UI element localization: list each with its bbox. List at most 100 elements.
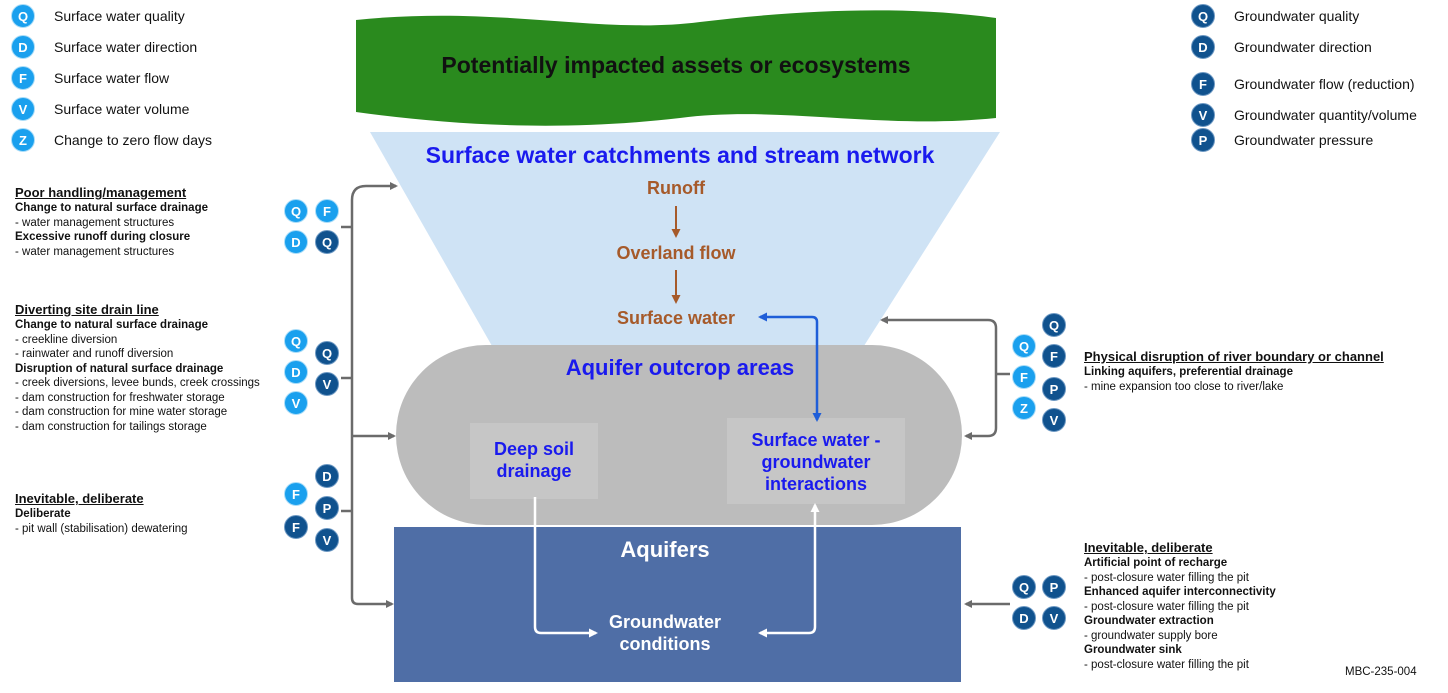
groundwater-badge-q-icon: Q — [1042, 313, 1066, 337]
left-block-item: - dam construction for mine water storag… — [15, 406, 228, 418]
groundwater-legend-row: V Groundwater quantity/volume — [1191, 102, 1417, 128]
aquifers-area — [394, 527, 961, 682]
surface-water-legend-label: Surface water volume — [54, 101, 190, 117]
groundwater-badge-v-icon: V — [315, 372, 339, 396]
deep-soil-line-2: drainage — [496, 461, 572, 481]
groundwater-badge-q-icon: Q — [315, 230, 339, 254]
surface-water-badge-z-icon: Z — [11, 128, 35, 152]
surface-water-badge-q-icon: Q — [284, 199, 308, 223]
surface-water-legend-label: Surface water quality — [54, 8, 185, 24]
surface-water-legend-row: F Surface water flow — [11, 65, 169, 91]
right-block-subheading: Enhanced aquifer interconnectivity — [1084, 586, 1276, 598]
groundwater-badge-d-icon: D — [1012, 606, 1036, 630]
left-block-subheading: Deliberate — [15, 508, 71, 520]
right-block-item: - post-closure water filling the pit — [1084, 571, 1249, 584]
gw-interaction-arrow — [758, 503, 820, 638]
surface-water-legend-label: Surface water direction — [54, 39, 198, 55]
surface-water-badge-d-icon: D — [11, 35, 35, 59]
deep-soil-arrow — [533, 497, 598, 638]
surface-water-legend-row: Z Change to zero flow days — [11, 127, 212, 153]
surface-water-badge-q-icon: Q — [284, 329, 308, 353]
sw-gw-line-1: Surface water - — [751, 430, 881, 450]
right-block-heading: Physical disruption of river boundary or… — [1084, 349, 1384, 364]
deep-soil-line-1: Deep soil — [493, 439, 575, 459]
groundwater-legend-label: Groundwater quantity/volume — [1234, 107, 1417, 123]
assets-label: Potentially impacted assets or ecosystem… — [441, 52, 911, 78]
sw-gw-line-2: groundwater — [761, 452, 871, 472]
surface-water-badge-f-icon: F — [11, 66, 35, 90]
gw-conditions-label: Groundwater conditions — [570, 611, 760, 655]
groundwater-badge-d-icon: D — [1191, 35, 1215, 59]
right-block-item: - mine expansion too close to river/lake — [1084, 380, 1284, 393]
surface-water-badge-z-icon: Z — [1012, 396, 1036, 420]
right-block-subheading: Artificial point of recharge — [1084, 557, 1228, 569]
sw-gw-line-3: interactions — [764, 474, 868, 494]
gw-conditions-line-1: Groundwater — [608, 612, 721, 632]
surface-water-label: Surface water — [616, 308, 736, 328]
sw-gw-panel — [727, 418, 905, 504]
figure-code: MBC-235-004 — [1345, 666, 1417, 678]
left-block-item: - water management structures — [15, 245, 175, 258]
groundwater-badge-f-icon: F — [1042, 344, 1066, 368]
surface-water-badge-q-icon: Q — [11, 4, 35, 28]
runoff-label: Runoff — [647, 178, 705, 198]
groundwater-badge-p-icon: P — [315, 496, 339, 520]
groundwater-badge-q-icon: Q — [315, 341, 339, 365]
surface-water-badge-f-icon: F — [1012, 365, 1036, 389]
left-block-item: - creekline diversion — [15, 333, 118, 346]
left-block-heading: Poor handling/management — [15, 185, 187, 200]
surface-water-legend-row: Q Surface water quality — [11, 3, 185, 29]
right-block-heading: Inevitable, deliberate — [1084, 540, 1213, 555]
left-block-subheading: Disruption of natural surface drainage — [15, 362, 224, 375]
left-block-subheading: Change to natural surface drainage — [15, 319, 208, 331]
right-block-item: - post-closure water filling the pit — [1084, 658, 1249, 671]
left-block-subheading: Excessive runoff during closure — [15, 231, 191, 243]
overland-flow-label: Overland flow — [616, 243, 736, 263]
left-block-item: - rainwater and runoff diversion — [15, 348, 174, 360]
left-block-item: - pit wall (stabilisation) dewatering — [15, 522, 188, 535]
surface-water-legend-row: D Surface water direction — [11, 34, 197, 60]
outcrop-title: Aquifer outcrop areas — [565, 355, 795, 380]
left-block-heading: Inevitable, deliberate — [15, 491, 144, 506]
groundwater-badge-f-icon: F — [284, 515, 308, 539]
groundwater-badge-p-icon: P — [1191, 128, 1215, 152]
groundwater-badge-v-icon: V — [1191, 103, 1215, 127]
left-block-item: - creek diversions, levee bunds, creek c… — [15, 377, 260, 389]
surface-water-legend-label: Change to zero flow days — [54, 132, 212, 148]
groundwater-legend-label: Groundwater flow (reduction) — [1234, 76, 1415, 92]
left-block-item: - dam construction for freshwater storag… — [15, 391, 225, 404]
deep-soil-label: Deep soil drainage — [470, 438, 598, 482]
right-block-item: - groundwater supply bore — [1084, 629, 1218, 642]
deep-soil-panel — [470, 423, 598, 499]
right-connectors — [880, 316, 1010, 608]
surface-water-badge-v-icon: V — [284, 391, 308, 415]
groundwater-legend-label: Groundwater pressure — [1234, 132, 1374, 148]
left-block-heading: Diverting site drain line — [15, 302, 159, 317]
groundwater-legend-label: Groundwater quality — [1234, 8, 1360, 24]
surface-water-legend-row: V Surface water volume — [11, 96, 189, 122]
sw-gw-label: Surface water - groundwater interactions — [720, 429, 912, 495]
right-block: Physical disruption of river boundary or… — [1084, 349, 1384, 394]
groundwater-legend-row: P Groundwater pressure — [1191, 127, 1373, 153]
groundwater-badge-p-icon: P — [1042, 377, 1066, 401]
gw-conditions-line-2: conditions — [619, 634, 711, 654]
surface-water-badge-v-icon: V — [11, 97, 35, 121]
right-block-subheading: Groundwater sink — [1084, 644, 1182, 656]
groundwater-badge-v-icon: V — [1042, 408, 1066, 432]
surface-water-badge-d-icon: D — [284, 360, 308, 384]
groundwater-badge-p-icon: P — [1042, 575, 1066, 599]
groundwater-badge-v-icon: V — [1042, 606, 1066, 630]
sw-interaction-arrow — [758, 312, 822, 422]
surface-water-badge-q-icon: Q — [1012, 334, 1036, 358]
surface-water-badge-f-icon: F — [315, 199, 339, 223]
catchment-area — [370, 132, 1000, 360]
surface-water-legend-label: Surface water flow — [54, 70, 170, 86]
